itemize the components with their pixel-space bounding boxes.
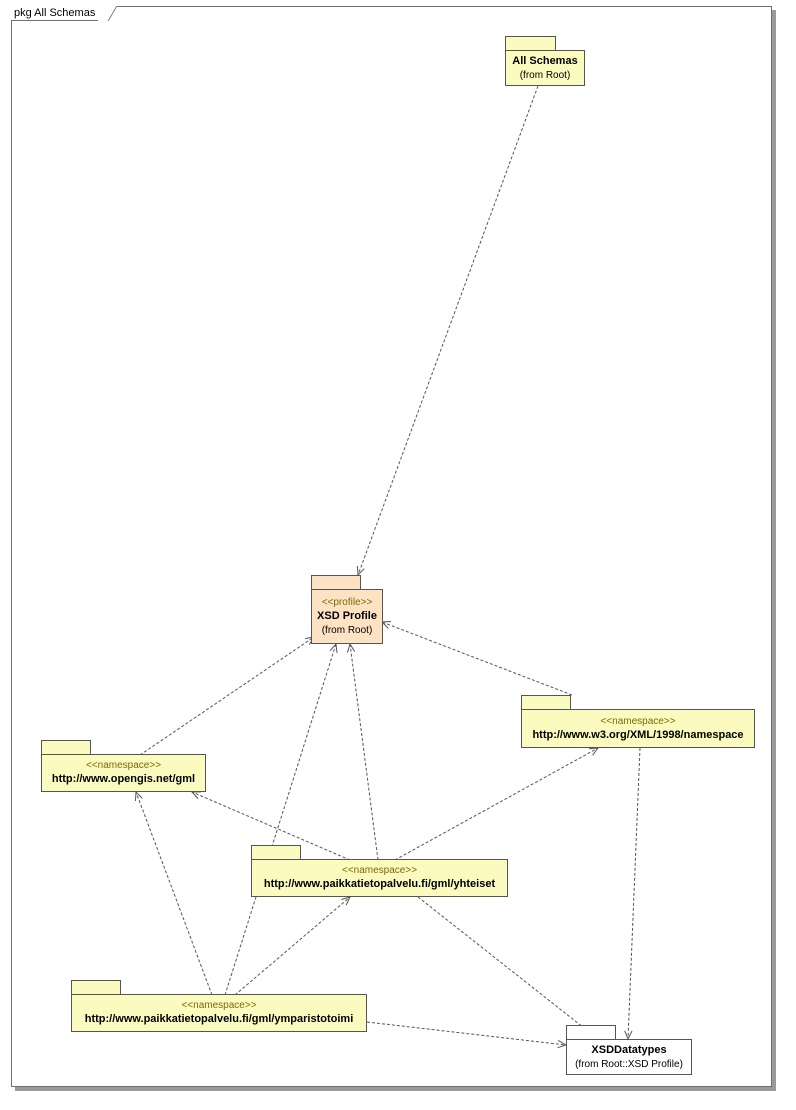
dependency-ymparisto-to-opengis[interactable] [135,791,213,996]
package-yhteiset[interactable]: <<namespace>> http://www.paikkatietopalv… [251,845,508,897]
package-all-schemas[interactable]: All Schemas (from Root) [505,36,585,86]
package-w3-namespace[interactable]: <<namespace>> http://www.w3.org/XML/1998… [521,695,755,748]
package-name: http://www.paikkatietopalvelu.fi/gml/ymp… [84,1013,354,1025]
package-name: XSDDatatypes [591,1043,667,1056]
package-stereotype: <<namespace>> [341,865,418,876]
package-stereotype: <<profile>> [321,596,373,608]
package-xsd-datatypes[interactable]: XSDDatatypes (from Root::XSD Profile) [566,1025,692,1075]
package-tab [251,845,301,859]
dependency-yhteiset-to-opengis[interactable] [191,791,351,861]
dependency-yhteiset-to-xsd_profile[interactable] [349,643,379,861]
package-body: <<namespace>> http://www.paikkatietopalv… [251,859,508,897]
dependency-all_schemas-to-xsd_profile[interactable] [357,85,539,576]
frame-title: pkg All Schemas [11,6,109,21]
package-stereotype: <<namespace>> [600,715,676,727]
package-tab [41,740,91,754]
arrowhead-ymparisto-to-yhteiset [341,896,351,906]
dependency-ymparisto-to-xsd_profile[interactable] [224,643,337,996]
dependency-yhteiset-to-w3[interactable] [394,747,599,861]
package-body: <<namespace>> http://www.paikkatietopalv… [71,994,367,1032]
dependency-ymparisto-to-yhteiset[interactable] [234,896,351,996]
package-origin: (from Root::XSD Profile) [575,1058,683,1070]
package-name: http://www.paikkatietopalvelu.fi/gml/yht… [263,878,496,890]
package-xsd-profile[interactable]: <<profile>> XSD Profile (from Root) [311,575,383,644]
package-stereotype: <<namespace>> [85,760,162,771]
package-tab [71,980,121,994]
package-body: <<namespace>> http://www.w3.org/XML/1998… [521,709,755,748]
arrowhead-yhteiset-to-opengis [190,791,202,799]
dependency-yhteiset-to-xsd_datatypes[interactable] [417,896,599,1040]
package-tab [566,1025,616,1039]
package-name: All Schemas [512,54,578,67]
package-body: <<namespace>> http://www.opengis.net/gml [41,754,206,792]
dependency-w3-to-xsd_profile[interactable] [381,621,573,696]
package-name: http://www.opengis.net/gml [51,773,196,785]
package-body: XSDDatatypes (from Root::XSD Profile) [566,1039,692,1075]
arrowhead-yhteiset-to-xsd_profile [346,642,356,653]
package-name: XSD Profile [317,609,377,622]
arrowhead-ymparisto-to-opengis [134,790,143,802]
dependency-opengis-to-xsd_profile[interactable] [139,636,315,756]
package-origin: (from Root) [321,624,373,636]
package-tab [505,36,556,50]
diagram-frame [11,6,772,1087]
package-body: All Schemas (from Root) [505,50,585,86]
package-opengis-gml[interactable]: <<namespace>> http://www.opengis.net/gml [41,740,206,792]
package-stereotype: <<namespace>> [181,1000,257,1011]
package-tab [521,695,571,709]
dependency-ymparisto-to-xsd_datatypes[interactable] [366,1021,567,1046]
package-ymparistotoimi[interactable]: <<namespace>> http://www.paikkatietopalv… [71,980,367,1032]
arrowhead-ymparisto-to-xsd_profile [329,642,338,653]
arrowhead-yhteiset-to-w3 [588,747,600,756]
package-name: http://www.w3.org/XML/1998/namespace [532,728,744,741]
package-tab [311,575,361,589]
dependency-w3-to-xsd_datatypes[interactable] [627,747,641,1040]
package-origin: (from Root) [519,69,571,81]
package-body: <<profile>> XSD Profile (from Root) [311,589,383,644]
